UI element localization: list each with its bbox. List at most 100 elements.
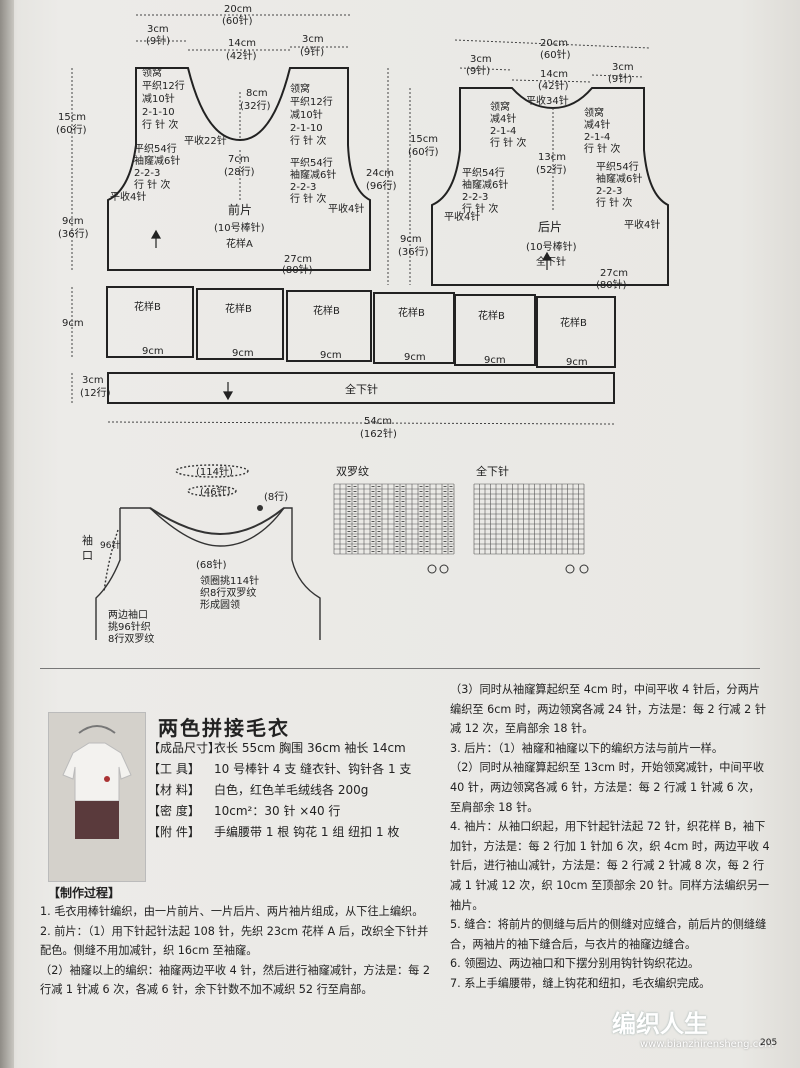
collar-ellipse-mid bbox=[187, 485, 237, 497]
block-width-3: 9cm bbox=[320, 350, 342, 361]
step-7: 7. 系上手编腰带，缝上钩花和纽扣，毛衣编织完成。 bbox=[450, 976, 711, 990]
front-center-bind: 平收22针 bbox=[184, 134, 227, 147]
back-mid-rows: (52行) bbox=[536, 163, 567, 176]
back-shoulder-l: 3cm bbox=[470, 54, 492, 65]
back-lower-rows: (36行) bbox=[398, 245, 429, 258]
block-label-2: 花样B bbox=[225, 302, 252, 315]
back-pattern: 全下针 bbox=[536, 255, 566, 268]
back-h-rows: (60行) bbox=[408, 145, 439, 158]
back-shoulder-l-st: (9针) bbox=[466, 64, 490, 77]
back-neck-width-st: (42针) bbox=[538, 79, 569, 92]
block-width-4: 9cm bbox=[404, 352, 426, 363]
front-neck-note-left: 领窝 平织12行 减10针 2-1-10 行 针 次 bbox=[142, 66, 185, 131]
step-4: 4. 袖片：从袖口织起，用下针起针法起 72 针，织花样 B，袖下加针，方法是：… bbox=[450, 820, 770, 912]
back-needle: (10号棒针) bbox=[526, 240, 577, 253]
front-lower-rows: (36行) bbox=[58, 227, 89, 240]
block-width-2: 9cm bbox=[232, 348, 254, 359]
front-needle: (10号棒针) bbox=[214, 221, 265, 234]
watermark-logo: 编织人生 bbox=[612, 1010, 708, 1038]
collar-8-rows: (8行) bbox=[264, 490, 288, 503]
sleeve-note: 两边袖口 挑96针织 8行双罗纹 bbox=[108, 608, 154, 645]
block-label-6: 花样B bbox=[560, 316, 587, 329]
svg-text:平织54行: 平织54行 bbox=[290, 156, 333, 169]
spec-materials: 【材 料】白色，红色羊毛绒线各 200g bbox=[148, 783, 369, 797]
svg-text:行 针 次: 行 针 次 bbox=[490, 136, 526, 149]
step-2-3: （3）同时从袖窿算起织至 4cm 时，中间平收 4 针后，分两片编织至 6cm … bbox=[450, 683, 767, 736]
pattern-b-block-6 bbox=[536, 296, 616, 368]
hem-h-label: 3cm bbox=[82, 375, 104, 386]
svg-text:领窝: 领窝 bbox=[290, 82, 310, 95]
back-h-label: 15cm bbox=[410, 134, 438, 145]
front-bottom-stitches: (80针) bbox=[282, 263, 313, 276]
front-bind-left: 平收4针 bbox=[110, 190, 146, 203]
hem-label: 全下针 bbox=[345, 382, 378, 396]
neck-depth-rows: (32行) bbox=[240, 99, 271, 112]
svg-text:平织12行: 平织12行 bbox=[290, 95, 333, 108]
top-width-label: 20cm bbox=[224, 4, 252, 15]
collar-46-stitches: (46针) bbox=[200, 485, 231, 498]
svg-text:行 针 次: 行 针 次 bbox=[596, 196, 632, 209]
block-width-6: 9cm bbox=[566, 357, 588, 368]
svg-text:织8行双罗纹: 织8行双罗纹 bbox=[200, 586, 256, 599]
svg-text:2-2-3: 2-2-3 bbox=[290, 182, 316, 193]
svg-text:2-2-3: 2-2-3 bbox=[462, 192, 488, 203]
svg-text:2-1-4: 2-1-4 bbox=[490, 126, 516, 137]
pattern-b-block-3 bbox=[286, 290, 372, 362]
svg-text:领圈挑114针: 领圈挑114针 bbox=[200, 574, 259, 587]
step-5: 5. 缝合：将前片的侧缝与后片的侧缝对应缝合，前后片的侧缝缝合，两袖片的袖下缝合… bbox=[450, 918, 767, 951]
front-piece-outline bbox=[107, 67, 371, 271]
back-bottom-stitches: (80针) bbox=[596, 278, 627, 291]
svg-text:形成圆领: 形成圆领 bbox=[200, 598, 240, 611]
chart-stockinette-title: 全下针 bbox=[476, 464, 509, 478]
svg-text:减4针: 减4针 bbox=[584, 118, 610, 131]
svg-text:行 针 次: 行 针 次 bbox=[290, 192, 326, 205]
back-bottom-label: 27cm bbox=[600, 268, 628, 279]
pattern-diagram: 20cm (60针) 3cm (9针) 14cm (42针) 3cm (9针) … bbox=[56, 4, 669, 645]
svg-text:袖窿减6针: 袖窿减6针 bbox=[462, 178, 508, 191]
block-width-5: 9cm bbox=[484, 355, 506, 366]
pattern-b-block-1 bbox=[106, 286, 194, 358]
svg-text:袖窿减6针: 袖窿减6针 bbox=[134, 154, 180, 167]
svg-text:行 针 次: 行 针 次 bbox=[290, 134, 326, 147]
back-top-width-st: (60针) bbox=[540, 48, 571, 61]
shoulder-l-stitches: (9针) bbox=[146, 34, 170, 47]
pattern-b-block-5 bbox=[454, 294, 536, 366]
svg-text:行 针 次: 行 针 次 bbox=[134, 178, 170, 191]
step-1: 1. 毛衣用棒针编织，由一片前片、一片后片、两片袖片组成，从下往上编织。 bbox=[40, 905, 424, 918]
front-lower-label: 9cm bbox=[62, 216, 84, 227]
svg-text:袖窿减6针: 袖窿减6针 bbox=[290, 168, 336, 181]
svg-text:挑96针织: 挑96针织 bbox=[108, 620, 151, 633]
band-h-label: 9cm bbox=[62, 318, 84, 329]
hem-total-stitches: (162针) bbox=[360, 427, 397, 440]
total-h-label: 24cm bbox=[366, 168, 394, 179]
back-arm-note-right: 平织54行 袖窿减6针 2-2-3 行 针 次 bbox=[596, 160, 642, 209]
neck-width-label: 14cm bbox=[228, 38, 256, 49]
back-bind-left: 平收4针 bbox=[444, 210, 480, 223]
svg-text:行 针 次: 行 针 次 bbox=[462, 202, 498, 215]
page-number: 205 bbox=[760, 1038, 778, 1048]
front-neck-note-right: 领窝 平织12行 减10针 2-1-10 行 针 次 bbox=[290, 82, 333, 147]
garment-sketch bbox=[95, 507, 321, 640]
back-neck-note-left: 领窝 减4针 2-1-4 行 针 次 bbox=[490, 100, 526, 149]
collar-top-stitches: (114针) bbox=[196, 465, 233, 478]
svg-text:减10针: 减10针 bbox=[142, 92, 175, 105]
front-arm-note-left: 平织54行 袖窿减6针 2-2-3 行 针 次 bbox=[134, 142, 180, 191]
top-width-stitches: (60针) bbox=[222, 14, 253, 27]
svg-text:平织12行: 平织12行 bbox=[142, 79, 185, 92]
step-3: 3. 后片：（1）袖窿和袖窿以下的编织方法与前片一样。 bbox=[450, 741, 724, 755]
hem-h-rows: (12行) bbox=[80, 386, 111, 399]
hem-total-label: 54cm bbox=[364, 416, 392, 427]
rib-stitch-chart bbox=[333, 483, 455, 555]
back-shoulder-r-st: (9针) bbox=[608, 72, 632, 85]
collar-68-stitches: (68针) bbox=[196, 558, 227, 571]
svg-text:行 针 次: 行 针 次 bbox=[142, 118, 178, 131]
svg-text:2-2-3: 2-2-3 bbox=[596, 186, 622, 197]
shoulder-l-label: 3cm bbox=[147, 24, 169, 35]
back-top-width: 20cm bbox=[540, 38, 568, 49]
svg-text:2-1-10: 2-1-10 bbox=[142, 107, 175, 118]
back-piece-outline bbox=[431, 87, 669, 286]
back-center-bind: 平收34针 bbox=[526, 94, 569, 107]
back-shoulder-r: 3cm bbox=[612, 62, 634, 73]
front-bind-right: 平收4针 bbox=[328, 202, 364, 215]
watermark-url: www.bianzhirensheng.com bbox=[640, 1039, 775, 1050]
